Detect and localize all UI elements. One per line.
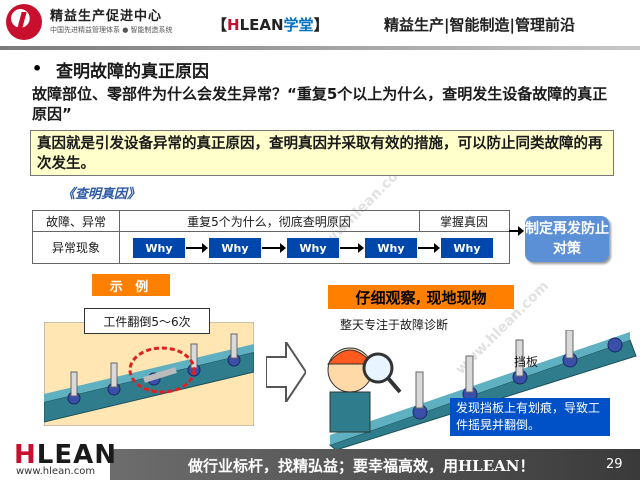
section-heading: 查明故障的真正原因: [56, 62, 209, 82]
arrow-icon: [418, 243, 440, 253]
find-cause-label: 《查明真因》: [62, 187, 141, 202]
table-divider: [419, 211, 420, 231]
countermeasure-box: 制定再发防止对策: [525, 216, 609, 262]
observe-on-site-banner: 仔细观察, 现地现物: [328, 285, 514, 309]
arrow-icon: [340, 243, 364, 253]
why-step-5: Why: [441, 238, 493, 258]
question-text: 故障部位、零部件为什么会发生异常？“重复5个以上为什么，查明发生设备故障的真正原…: [32, 85, 608, 123]
table-row-label: 异常现象: [51, 241, 100, 255]
arrow-icon: [186, 243, 208, 253]
right-arrow-icon: [266, 342, 306, 402]
inspector-illustration: [326, 330, 637, 450]
definition-note: 真因就是引发设备异常的真正原因，查明真因并采取有效的措施，可以防止同类故障的再次…: [30, 130, 614, 176]
slide-header: 精益生产促进中心 中国先进精益管理体系 ● 智能制造系统 【HLEAN学堂】 精…: [0, 0, 640, 52]
footer-logo: HLEAN: [14, 440, 117, 470]
header-divider: [0, 46, 640, 50]
bullet-marker: •: [32, 59, 43, 78]
page-number: 29: [606, 457, 623, 472]
table-divider: [119, 211, 120, 263]
table-divider: [33, 231, 509, 232]
why-step-3: Why: [287, 238, 339, 258]
table-header-fault: 故障、异常: [45, 214, 106, 229]
footer-bar: [110, 449, 640, 480]
example-label: 示 例: [92, 274, 170, 296]
header-tagline: 精益生产|智能制造|管理前沿: [384, 16, 575, 34]
table-header-repeat-why: 重复5个为什么，彻底查明原因: [187, 214, 351, 229]
header-hlean-xuetang: 【HLEAN学堂】: [212, 16, 329, 34]
arrow-icon: [262, 243, 286, 253]
baffle-label: 挡板: [514, 355, 539, 369]
footer-url: www.hlean.com: [16, 466, 96, 477]
focus-caption: 整天专注于故障诊断: [340, 318, 449, 332]
brand-logo-icon: [6, 4, 42, 40]
finding-box: 发现挡板上有划痕，导致工件摇晃并翻倒。: [450, 398, 610, 436]
why-step-4: Why: [365, 238, 417, 258]
brand-title: 精益生产促进中心: [50, 9, 163, 24]
footer-slogan: 做行业标杆，找精弘益；要幸福高效，用HLEAN！: [188, 457, 535, 475]
brand-subtitle: 中国先进精益管理体系 ● 智能制造系统: [50, 26, 173, 34]
five-why-table: 故障、异常 重复5个为什么，彻底查明原因 掌握真因 异常现象 Why Why W…: [32, 210, 510, 264]
flip-count-label: 工件翻倒5～6次: [84, 308, 210, 334]
table-header-root-cause: 掌握真因: [439, 214, 488, 229]
conveyor-illustration: [44, 322, 254, 426]
arrow-icon: [509, 226, 524, 236]
why-step-1: Why: [133, 238, 185, 258]
why-step-2: Why: [209, 238, 261, 258]
